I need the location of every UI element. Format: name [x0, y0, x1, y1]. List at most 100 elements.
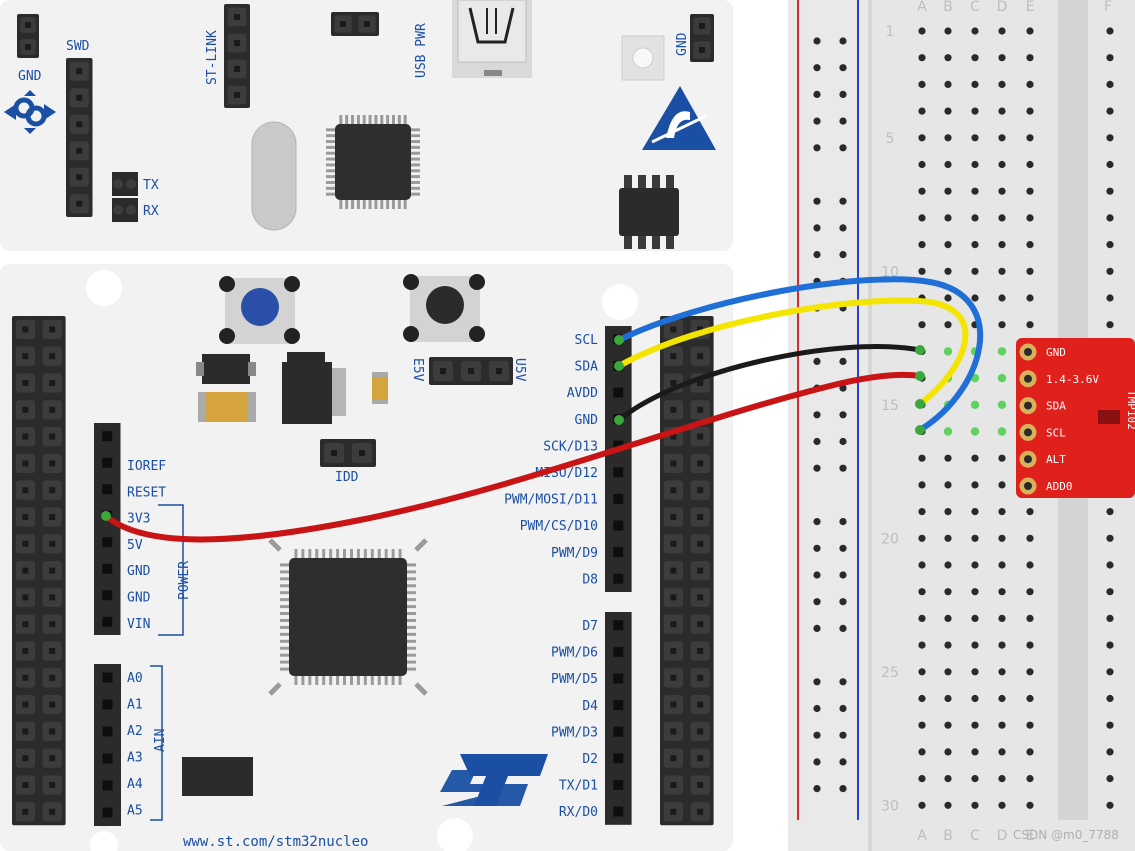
header-pin — [697, 353, 704, 360]
stlink-mcu — [326, 115, 420, 209]
header-pin — [670, 567, 677, 574]
sensor-side-label: TMP102 — [1125, 390, 1135, 430]
sensor-pin-label: SDA — [1046, 400, 1066, 413]
column-letter: A — [917, 0, 927, 15]
row-number: 1 — [886, 24, 895, 40]
header-pin — [76, 174, 83, 181]
power-group-label: POWER — [177, 561, 192, 600]
e5v-label: E5V — [410, 358, 425, 382]
header-pin — [234, 66, 240, 72]
pin-label: SCL — [575, 333, 599, 348]
url-text: www.st.com/stm32nucleo — [183, 834, 368, 850]
header-pin — [697, 782, 704, 788]
header-pin — [699, 23, 705, 29]
wire-gnd — [616, 343, 923, 423]
header-pin — [49, 701, 56, 708]
stlink-header — [224, 4, 250, 108]
header-pin — [22, 353, 29, 360]
pin-label: GND — [127, 591, 151, 606]
column-letter: C — [970, 0, 980, 15]
header-pin — [49, 782, 56, 788]
pin-label: SDA — [575, 360, 599, 375]
pin-label: D4 — [582, 699, 598, 714]
pin-label: IOREF — [127, 459, 166, 474]
header-pin — [670, 460, 677, 467]
column-letter: E — [1026, 828, 1035, 844]
reset-button[interactable] — [403, 274, 485, 342]
row-number: 30 — [881, 798, 899, 814]
header-pin — [670, 514, 677, 520]
header-pin — [76, 121, 83, 128]
socket-pin — [613, 726, 624, 737]
header-pin — [49, 326, 56, 333]
header-pin — [234, 40, 240, 46]
ain-bracket — [150, 665, 163, 821]
socket-pin — [102, 753, 113, 764]
power-header — [94, 423, 121, 635]
sensor-chip — [1098, 410, 1120, 424]
header-pin — [697, 648, 704, 654]
header-pin — [697, 326, 704, 333]
header-pin — [25, 44, 31, 50]
swd-label: SWD — [66, 39, 90, 54]
header-pin — [670, 433, 677, 440]
gnd-label: GND — [18, 69, 42, 84]
header-pin — [25, 22, 31, 28]
pin-label: A1 — [127, 698, 143, 713]
led-lens — [632, 47, 654, 69]
eeprom-chip — [619, 175, 679, 249]
regulator — [196, 352, 388, 424]
user-button[interactable] — [219, 276, 300, 344]
pin-label: AVDD — [567, 386, 598, 401]
header-pin — [49, 380, 56, 386]
esd-warning-icon — [642, 86, 716, 150]
pin-label: A2 — [127, 724, 143, 739]
header-pin — [670, 487, 677, 494]
oscillator — [182, 757, 253, 796]
pin-label: A0 — [127, 671, 143, 686]
header-pin — [359, 450, 365, 456]
pin-label: RESET — [127, 485, 166, 500]
pin-label: VIN — [127, 617, 150, 632]
column-letter: E — [1026, 0, 1035, 15]
header-pin — [697, 487, 704, 494]
header-pin — [670, 380, 677, 386]
header-pin — [49, 567, 56, 574]
header-pin — [670, 701, 677, 708]
header-pin — [49, 406, 56, 413]
header-pin — [76, 94, 83, 101]
power-rail — [788, 0, 868, 851]
wire-3v3 — [103, 371, 923, 543]
rx-label: RX — [143, 204, 159, 219]
power-bracket — [158, 504, 184, 636]
digital-lower-header — [605, 612, 632, 825]
socket-pin — [102, 726, 113, 737]
sensor-pin-label: ADD0 — [1046, 480, 1073, 493]
crystal — [251, 121, 297, 231]
header-pin — [49, 460, 56, 467]
row-number: 10 — [881, 264, 899, 280]
idd-label: IDD — [335, 470, 359, 485]
gnd-right-header — [690, 14, 714, 62]
pin-label: PWM/D5 — [551, 672, 598, 687]
header-pin — [697, 380, 704, 386]
header-pin — [697, 701, 704, 708]
header-pin — [22, 755, 29, 762]
header-pin — [22, 808, 29, 815]
pin-label: SCK/D13 — [543, 439, 598, 454]
pin-label: PWM/MOSI/D11 — [504, 493, 598, 508]
column-letter: C — [970, 828, 980, 844]
socket-pin — [613, 440, 624, 451]
header-pin — [49, 514, 56, 520]
header-pin — [697, 567, 704, 574]
column-letter: D — [997, 0, 1008, 15]
main-mcu — [268, 538, 428, 696]
pin-label: 3V3 — [127, 512, 150, 527]
socket-pin — [613, 467, 624, 478]
e5v-u5v-jumper — [429, 357, 513, 385]
